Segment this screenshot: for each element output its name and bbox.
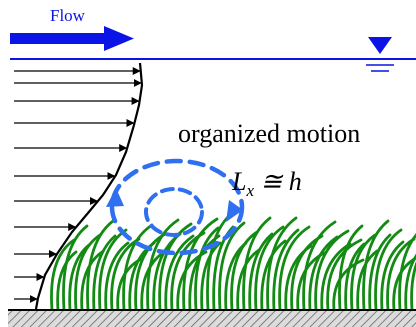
vegetation-blade [410, 261, 416, 312]
vegetation-blade [386, 237, 416, 312]
vegetation-blade [374, 228, 403, 312]
vegetation-blade [266, 216, 298, 312]
velocity-profile-arrows [14, 67, 142, 303]
vegetation-blade [158, 222, 193, 312]
vegetation-blade [362, 219, 390, 312]
dashed-vortex-icon [106, 158, 245, 256]
vegetation-blade [146, 218, 180, 312]
vegetation-blade [110, 237, 141, 312]
vegetation-blade [86, 219, 115, 312]
vegetation-blade [338, 224, 364, 312]
vegetation-blade [320, 242, 352, 312]
vegetation-blade [248, 232, 274, 312]
vegetation-blades-icon [50, 212, 416, 312]
length-scale-label: Lx ≅ h [231, 167, 302, 200]
vegetation-blade [254, 225, 285, 312]
vegetation-blade [398, 233, 416, 312]
vegetation-blade [194, 226, 220, 312]
organized-motion-label: organized motion [178, 119, 360, 148]
vegetation-blade [356, 249, 379, 312]
vegetation-blade [230, 230, 259, 312]
length-scale-relation: ≅ h [254, 167, 302, 196]
water-surface-triangle-icon [366, 37, 394, 72]
vegetation-blade [122, 223, 154, 312]
vegetation-blade [272, 228, 300, 312]
velocity-profile-curve [34, 62, 144, 310]
vegetation-blade [80, 250, 104, 312]
vegetation-blade [134, 232, 167, 312]
vegetation-blade [104, 241, 130, 312]
flow-label: Flow [50, 6, 86, 25]
length-scale-symbol: L [231, 167, 246, 196]
vegetation-blade [164, 234, 195, 312]
vegetation-blade [344, 242, 366, 312]
vegetation-blade [314, 229, 350, 312]
vegetation-blade [302, 220, 337, 312]
vegetation-blade [206, 212, 233, 312]
vegetation-blade [308, 235, 339, 312]
vegetation-blade [200, 241, 222, 312]
vegetation-blade [50, 238, 76, 312]
vegetation-blade [278, 225, 311, 312]
vegetation-blade [98, 228, 128, 312]
flow-arrow-icon [10, 26, 134, 51]
vegetation-blade [56, 250, 78, 312]
length-scale-subscript: x [245, 181, 254, 200]
vegetation-blade [380, 240, 405, 312]
vegetation-blade [404, 253, 416, 312]
vegetation-blade [92, 234, 117, 312]
vegetation-blade [218, 221, 246, 312]
vegetation-blade [236, 248, 261, 312]
vegetation-blade [242, 216, 272, 312]
vegetation-blade [368, 233, 392, 312]
hatched-bed-icon [8, 309, 416, 327]
vegetation-blade [350, 233, 377, 312]
vegetation-blade [188, 234, 221, 312]
vegetation-blade [74, 233, 102, 312]
vegetation-blade [326, 238, 363, 312]
vegetation-blade [260, 239, 287, 312]
vegetation-blade [62, 224, 89, 312]
